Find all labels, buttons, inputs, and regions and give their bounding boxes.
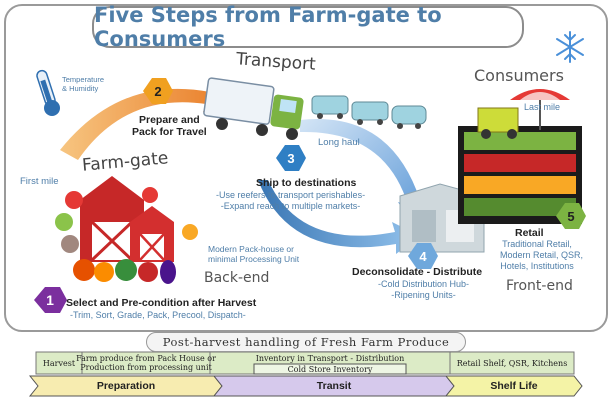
transit-phase: Transit xyxy=(316,380,352,392)
snowflake-icon xyxy=(556,31,584,63)
farm-produce-cell: Farm produce from Pack House or Producti… xyxy=(76,354,216,372)
retail-shelf-cell: Retail Shelf, QSR, Kitchens xyxy=(456,358,568,368)
shelf-life-phase: Shelf Life xyxy=(490,380,538,392)
post-harvest-heading: Post-harvest handling of Fresh Farm Prod… xyxy=(162,335,450,349)
last-mile-label: Last mile xyxy=(524,102,561,112)
step-5-title: Retail xyxy=(515,227,544,239)
step-5-subtitle: Traditional Retail, Modern Retail, QSR, … xyxy=(500,239,584,271)
outer-frame xyxy=(4,4,608,332)
produce-icon xyxy=(55,187,198,284)
step-5-badge: 5 xyxy=(556,203,586,229)
long-haul-label: Long haul xyxy=(318,137,360,148)
preparation-phase: Preparation xyxy=(96,380,156,392)
svg-text:4: 4 xyxy=(419,249,427,264)
page-title: Five Steps from Farm-gate to Consumers xyxy=(94,3,442,51)
produce-shelf-icon xyxy=(458,126,582,224)
step-2-badge: 2 xyxy=(143,78,173,104)
post-harvest-heading-box: Post-harvest handling of Fresh Farm Prod… xyxy=(146,332,466,352)
step-3-badge: 3 xyxy=(276,145,306,171)
step-4-subtitle: -Cold Distribution Hub- -Ripening Units- xyxy=(378,279,470,300)
inventory-transport-cell: Inventory in Transport - Distribution xyxy=(255,353,405,363)
distribution-arrow-icon xyxy=(258,180,420,254)
cold-store-cell: Cold Store Inventory xyxy=(287,364,373,374)
barn-icon xyxy=(80,176,174,262)
step-1-title: Select and Pre-condition after Harvest xyxy=(66,297,257,309)
harvest-cell: Harvest xyxy=(42,358,76,368)
step-3-title: Ship to destinations xyxy=(256,177,357,189)
train-icon xyxy=(311,95,427,129)
svg-text:3: 3 xyxy=(287,151,294,166)
bottom-table-lines xyxy=(35,351,575,375)
svg-text:1: 1 xyxy=(46,292,54,308)
svg-text:2: 2 xyxy=(154,84,161,99)
back-end-label: Back-end xyxy=(204,270,270,286)
svg-text:5: 5 xyxy=(567,209,574,224)
step-2-title: Prepare and Pack for Travel xyxy=(132,114,207,138)
pack-house-label: Modern Pack-house or minimal Processing … xyxy=(208,244,300,264)
phase-bars xyxy=(28,375,583,397)
step-3-subtitle: -Use reefers to transport perishables- -… xyxy=(216,190,366,211)
front-end-label: Front-end xyxy=(506,278,573,294)
first-mile-label: First mile xyxy=(20,176,59,187)
step-4-title: Deconsolidate - Distribute xyxy=(352,266,483,278)
step-1-subtitle: -Trim, Sort, Grade, Pack, Precool, Dispa… xyxy=(70,310,246,320)
step-4-badge: 4 xyxy=(408,243,438,269)
step-1-badge: 1 xyxy=(34,287,67,313)
truck-icon xyxy=(203,77,304,140)
title-banner: Five Steps from Farm-gate to Consumers xyxy=(92,3,524,51)
temperature-humidity-label: Temperature & Humidity xyxy=(62,75,105,93)
consumers-label: Consumers xyxy=(474,66,564,85)
umbrella-cart-icon xyxy=(477,89,570,139)
thermometer-icon xyxy=(36,69,60,116)
orange-arrow-icon xyxy=(60,82,232,160)
